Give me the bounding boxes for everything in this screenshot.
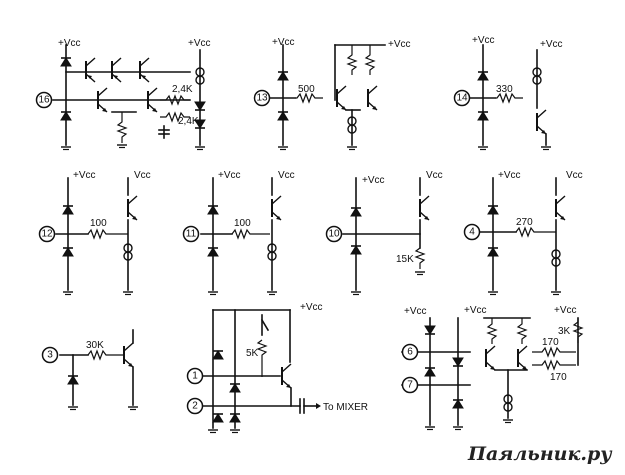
vcc-label: +Vcc	[498, 170, 521, 181]
resistor-label-3k: 3K	[558, 326, 571, 337]
pin-4-label: 4	[469, 227, 475, 238]
pin-16-marker	[35, 91, 53, 109]
resistor-label-170: 170	[550, 372, 567, 383]
resistor-label-330: 330	[496, 84, 513, 95]
pin-6-marker	[401, 343, 419, 361]
resistor-label-100: 100	[90, 218, 107, 229]
pin-14-marker	[453, 89, 471, 107]
vcc-label: +Vcc	[362, 175, 385, 186]
vcc-label: +Vcc	[540, 39, 563, 50]
vcc-label: Vcc	[134, 170, 151, 181]
pin-3-marker	[41, 346, 59, 364]
resistor-label-2-4k: 2,4K	[172, 84, 193, 95]
pin-11-label: 11	[186, 229, 197, 240]
pin-12-label: 12	[41, 229, 53, 240]
circuit-pin-4	[479, 177, 566, 296]
pin-1-marker	[186, 367, 204, 385]
vcc-label: Vcc	[566, 170, 583, 181]
circuit-pin-13	[269, 44, 386, 151]
vcc-label: +Vcc	[388, 39, 411, 50]
vcc-label: Vcc	[426, 170, 443, 181]
pin-10-label: 10	[328, 229, 340, 240]
vcc-label: +Vcc	[58, 38, 81, 49]
circuit-pin-12	[55, 177, 138, 296]
pin-13-marker	[253, 89, 271, 107]
pin-3-label: 3	[47, 350, 53, 361]
to-mixer-label: To MIXER	[323, 402, 368, 413]
vcc-label: +Vcc	[300, 302, 323, 313]
circuit-pin-16	[52, 44, 206, 151]
pin-16-label: 16	[38, 95, 50, 106]
resistor-label-15k: 15K	[396, 254, 414, 265]
resistor-label-5k: 5K	[246, 348, 259, 359]
vcc-label: +Vcc	[554, 305, 577, 316]
circuit-pin-1-2	[202, 309, 321, 434]
circuit-pin-11	[200, 177, 282, 296]
pin-6-label: 6	[407, 347, 413, 358]
pin-11-marker	[182, 225, 200, 243]
resistor-label-500: 500	[298, 84, 315, 95]
vcc-label: Vcc	[278, 170, 295, 181]
circuit-pin-14	[469, 44, 552, 151]
pin-14-label: 14	[456, 93, 468, 104]
circuit-pin-6-7	[401, 317, 584, 431]
pin-13-label: 13	[256, 93, 268, 104]
pin-7-label: 7	[407, 380, 413, 391]
pin-1-label: 1	[192, 371, 198, 382]
circuit-pin-10	[342, 177, 430, 296]
pin-7-marker	[401, 376, 419, 394]
circuit-pin-3	[59, 329, 139, 411]
vcc-label: +Vcc	[218, 170, 241, 181]
vcc-label: +Vcc	[272, 37, 295, 48]
pin-10-marker	[325, 225, 343, 243]
resistor-label-170: 170	[542, 337, 559, 348]
vcc-label: +Vcc	[404, 306, 427, 317]
vcc-label: +Vcc	[464, 305, 487, 316]
pin-4-marker	[463, 223, 481, 241]
resistor-label-2-4k: 2,4K	[178, 116, 199, 127]
vcc-label: +Vcc	[188, 38, 211, 49]
watermark-text: Паяльник.ру	[467, 443, 613, 465]
pin-2-label: 2	[192, 401, 198, 412]
pin-2-marker	[186, 397, 204, 415]
resistor-label-100: 100	[234, 218, 251, 229]
vcc-label: +Vcc	[472, 35, 495, 46]
resistor-label-30k: 30K	[86, 340, 104, 351]
vcc-label: +Vcc	[73, 170, 96, 181]
resistor-label-270: 270	[516, 217, 533, 228]
pin-12-marker	[38, 225, 56, 243]
